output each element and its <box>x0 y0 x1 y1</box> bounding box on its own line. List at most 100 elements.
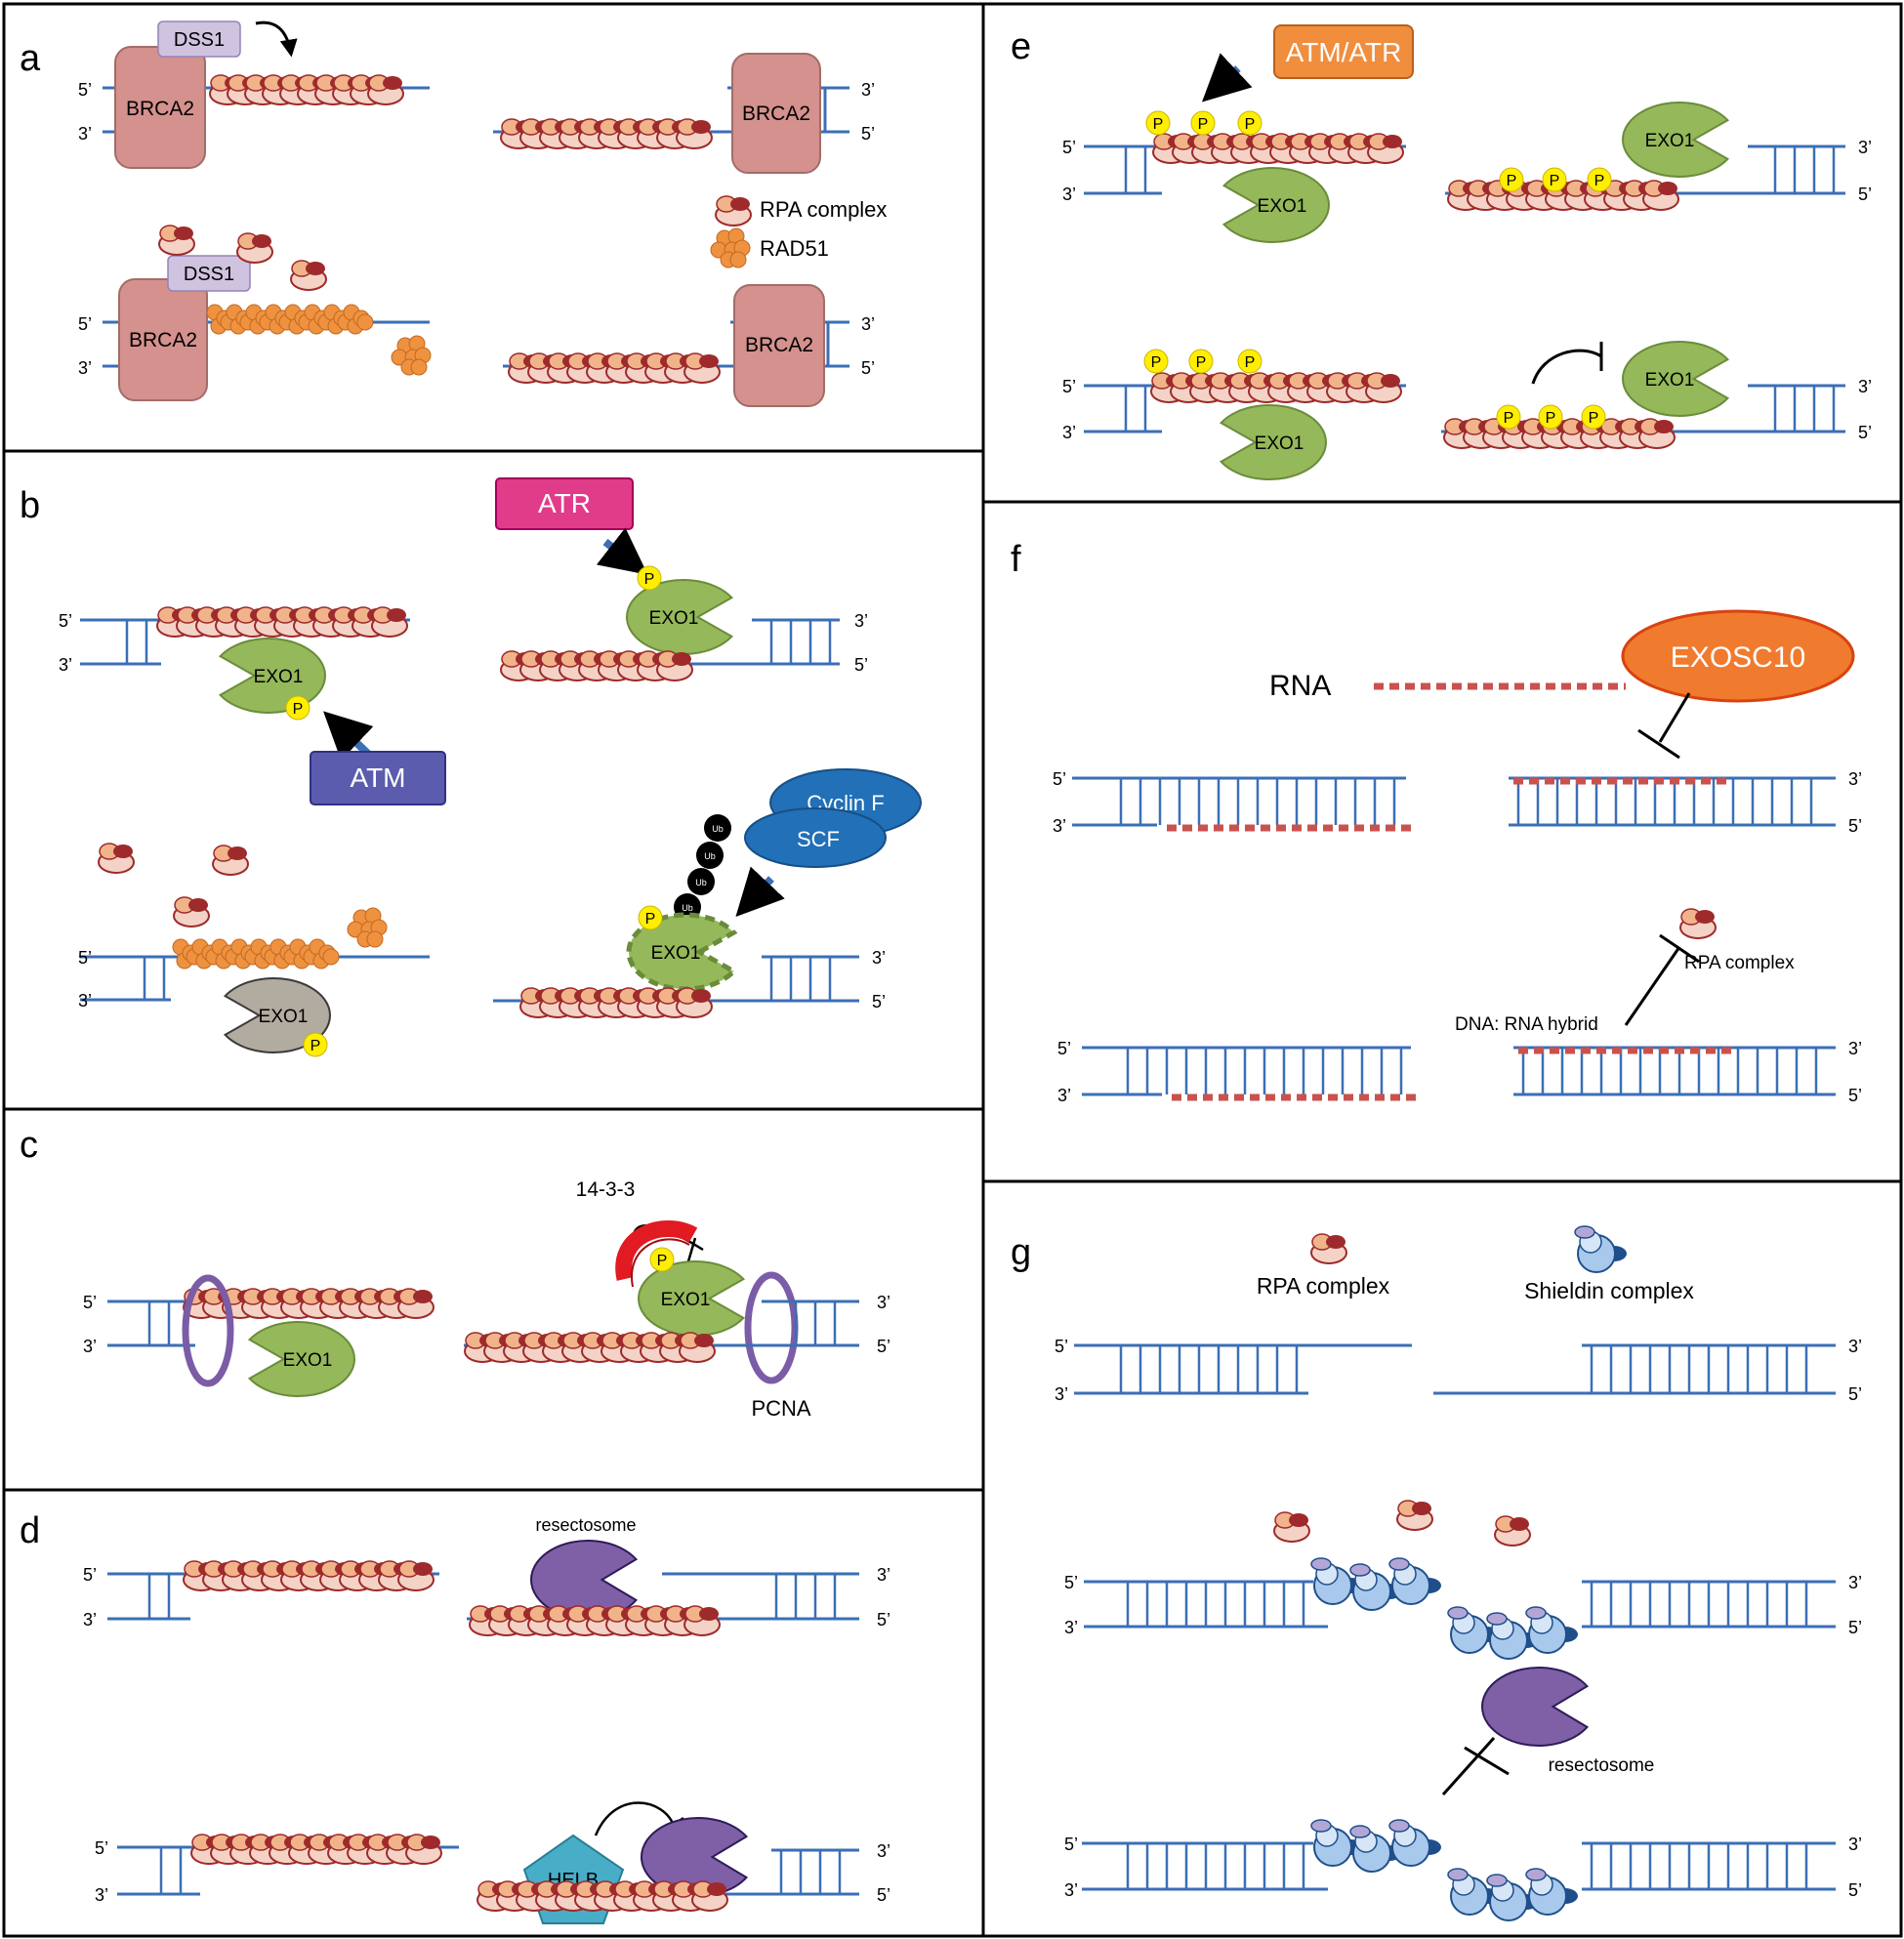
phosphate-label: P <box>1550 173 1560 189</box>
rpa-legend-icon <box>1310 1233 1347 1264</box>
rpa-complex <box>683 352 721 384</box>
rna-label: RNA <box>1269 670 1331 702</box>
end-label: 3’ <box>1062 185 1076 204</box>
dss1-protein <box>157 21 241 58</box>
panel-label-a: a <box>20 38 41 79</box>
end-label: 5’ <box>1055 1337 1068 1356</box>
inhibition-line <box>1658 692 1691 743</box>
shieldin-cluster <box>1310 1819 1441 1873</box>
end-label: 5’ <box>861 358 875 378</box>
end-label: 5’ <box>95 1838 108 1858</box>
pcna-ring <box>182 1274 234 1387</box>
panel-label-e: e <box>1011 26 1031 67</box>
end-label: 3’ <box>1848 769 1862 789</box>
panel-e-frame <box>981 2 1903 504</box>
exo1-degraded: EXO1 <box>626 912 738 992</box>
rpa-coated-ssdna <box>508 352 721 384</box>
base-pairs <box>1773 386 1836 432</box>
rpa-legend-icon <box>715 195 752 227</box>
14-3-3-protein <box>615 1220 698 1281</box>
end-label: 5’ <box>1064 1573 1078 1592</box>
exo1-protein: EXO1 <box>638 1260 746 1337</box>
shieldin-complex <box>1349 1825 1402 1873</box>
panel-b: EXO1 P ATM 5’ 3’ ATR EXO1 P 3’ 5’ EXO1 P… <box>59 477 922 1057</box>
panel-f-frame <box>981 500 1903 1183</box>
exo1-label: EXO1 <box>1645 131 1695 151</box>
phosphate-label: P <box>644 571 655 588</box>
base-pairs <box>147 1301 171 1345</box>
resectosome-label: resectosome <box>1549 1755 1655 1776</box>
phosphate-label: P <box>1589 410 1599 427</box>
panel-label-b: b <box>20 485 40 526</box>
phosphate-label: P <box>1245 116 1256 133</box>
panel-c-frame <box>2 1107 985 1492</box>
shieldin-cluster <box>1310 1557 1441 1611</box>
exo1-label: EXO1 <box>283 1350 333 1371</box>
rpa-complex <box>98 843 135 874</box>
rpa-complex <box>290 260 327 291</box>
end-label: 5’ <box>83 1565 97 1585</box>
rpa-coated-ssdna <box>190 1834 442 1865</box>
end-label: 3’ <box>1055 1384 1068 1404</box>
phosphate-group: P <box>1145 110 1171 136</box>
phosphate-label: P <box>1245 354 1256 371</box>
shieldin-complex <box>1486 1612 1539 1660</box>
rpa-label: RPA complex <box>1684 953 1795 973</box>
end-label: 3’ <box>78 991 92 1011</box>
shieldin-complex <box>1349 1563 1402 1611</box>
exo1-protein: EXO1 <box>626 579 734 655</box>
pcna-label: PCNA <box>751 1396 810 1421</box>
atm-atr-label: ATM/ATR <box>1286 37 1402 67</box>
phosphate-label: P <box>293 701 304 718</box>
rpa-complex <box>676 118 713 149</box>
end-label: 3’ <box>1848 1337 1862 1356</box>
exo1-label: EXO1 <box>1645 370 1695 391</box>
rpa-complex <box>656 650 693 681</box>
brca2-label: BRCA2 <box>745 334 813 356</box>
end-label: 3’ <box>1064 1880 1078 1900</box>
shieldin-complex <box>1447 1606 1500 1654</box>
panel-f: RNA EXOSC10 5’ 3’ 3’ 5’ RPA complex DNA:… <box>1053 609 1862 1105</box>
inhibition-line <box>1441 1736 1496 1796</box>
rpa-complex <box>1638 418 1676 449</box>
end-label: 5’ <box>1057 1039 1071 1058</box>
shieldin-complex <box>1486 1874 1539 1921</box>
base-pairs <box>1124 146 1147 193</box>
hybrid-label: DNA: RNA hybrid <box>1455 1014 1598 1035</box>
end-label: 3’ <box>877 1293 890 1312</box>
base-pairs <box>1126 1048 1403 1094</box>
phosphate-group: P <box>1499 167 1524 192</box>
end-label: 3’ <box>1062 423 1076 442</box>
panel-label-g: g <box>1011 1232 1031 1273</box>
phosphate-label: P <box>657 1253 668 1269</box>
rpa-complex <box>1273 1511 1310 1543</box>
rad51-filament <box>206 304 374 335</box>
dss1-label: DSS1 <box>184 264 234 285</box>
rpa-complex <box>397 1288 435 1319</box>
phosphate-group: P <box>1190 110 1216 136</box>
end-label: 5’ <box>877 1337 890 1356</box>
end-label: 5’ <box>1848 1086 1862 1105</box>
rpa-complex <box>1679 908 1717 939</box>
phosphate-group: P <box>1237 349 1262 374</box>
rpa-complex <box>212 845 249 876</box>
rpa-complex <box>1365 372 1402 403</box>
rpa-complex <box>1679 908 1717 939</box>
base-pairs <box>1773 146 1836 193</box>
atm-label: ATM <box>350 763 405 793</box>
exo1-label: EXO1 <box>651 943 701 964</box>
legend-rpa: RPA complex <box>1257 1273 1390 1299</box>
end-label: 3’ <box>78 358 92 378</box>
inhibition-arc <box>1531 349 1602 385</box>
phosphate-group: P <box>285 695 310 721</box>
exosc10-protein <box>1621 609 1855 703</box>
base-pairs <box>1516 778 1813 825</box>
end-label: 3’ <box>854 611 868 631</box>
exo1-label: EXO1 <box>649 608 699 629</box>
svg-text:Ub: Ub <box>682 903 693 913</box>
phosphate-group: P <box>1538 404 1563 430</box>
phosphate-label: P <box>1504 410 1514 427</box>
phosphate-group: P <box>1581 404 1606 430</box>
end-label: 3’ <box>78 124 92 144</box>
base-pairs <box>159 1847 183 1894</box>
